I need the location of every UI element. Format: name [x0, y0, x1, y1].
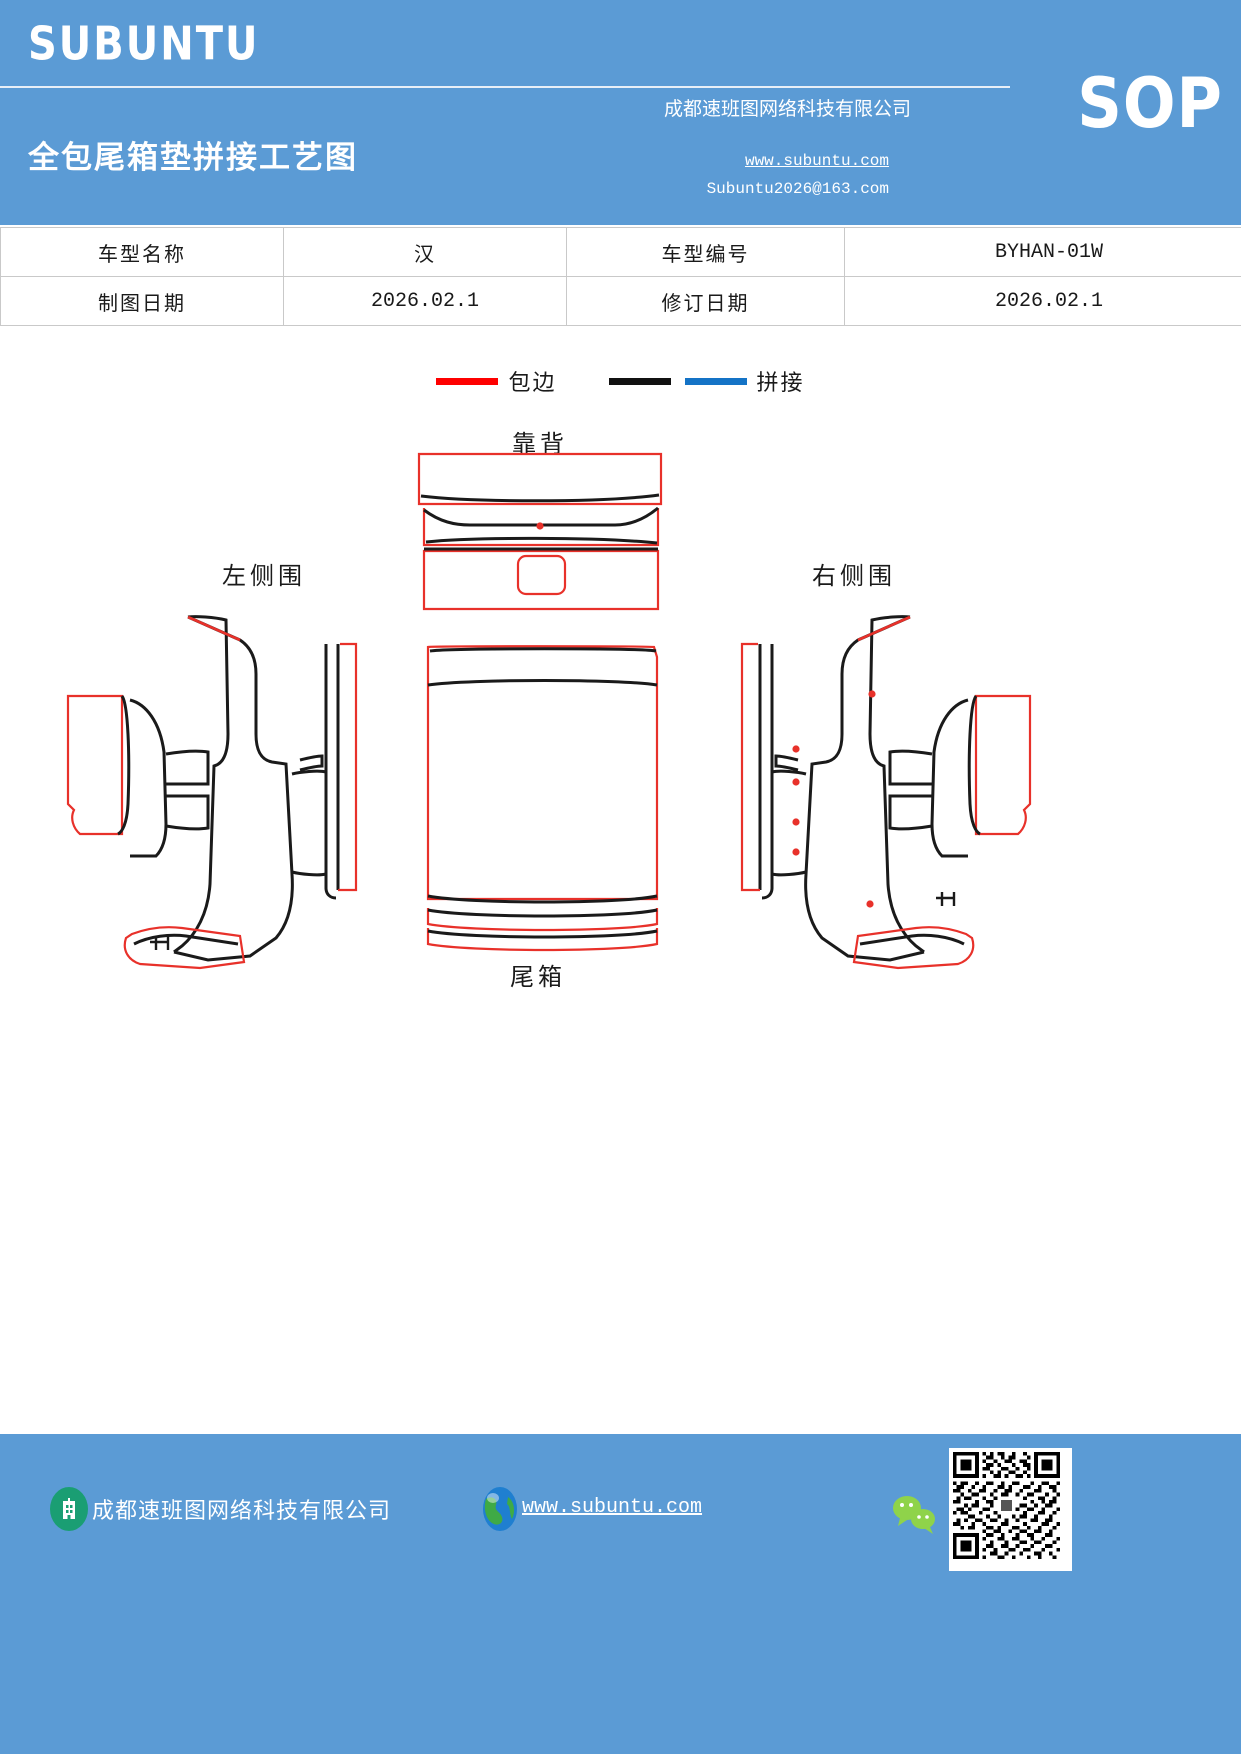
backrest-lower-edging [422, 549, 660, 611]
right-center-top-edging [857, 615, 911, 642]
right-lower-left-wing [770, 769, 807, 877]
revision-date-value: 2026.02.1 [844, 276, 1241, 326]
building-icon [50, 1487, 88, 1531]
right-outer-flap-splice [967, 695, 981, 836]
wechat-icon [890, 1492, 942, 1536]
drawing-svg [66, 452, 1032, 970]
model-code-label: 车型编号 [566, 227, 845, 277]
right-pillar-inner [761, 644, 774, 900]
qr-code [949, 1448, 1072, 1571]
part-label-trunk: 尾箱 [510, 965, 566, 991]
table-row: 制图日期 2026.02.1 修订日期 2026.02.1 [0, 276, 1241, 326]
right-side-part [740, 615, 1032, 970]
right-mid-connector-bottom [888, 794, 933, 831]
legend-label-edging: 包边 [508, 370, 557, 395]
wechat-glyph-icon [893, 1496, 935, 1534]
footer-company-name: 成都速班图网络科技有限公司 [92, 1498, 392, 1523]
backrest-middle-splice-top [423, 506, 659, 527]
left-foot-edging [123, 926, 246, 970]
header-website-link[interactable]: www.subuntu.com [744, 152, 889, 170]
backrest-cutout [516, 554, 567, 596]
left-pillar-edging [338, 642, 358, 892]
part-label-right-side: 右侧围 [812, 564, 896, 590]
left-pillar-inner [324, 644, 337, 900]
left-mid-wing-outline [129, 698, 168, 858]
legend-item-edging: 包边 [436, 365, 608, 397]
backrest-upper-splice [420, 493, 660, 503]
left-side-part [66, 615, 358, 970]
header-email: Subuntu2026@163.com [706, 180, 889, 198]
model-name-label: 车型名称 [0, 227, 284, 277]
right-marker-dot-2 [792, 778, 800, 786]
left-center-panel-left [173, 615, 230, 954]
left-pillar-connector [299, 754, 324, 772]
trunk-top-splice [429, 647, 657, 653]
right-foot-edging [852, 926, 975, 970]
trunk-part [426, 645, 659, 952]
right-mid-wing-outline [930, 698, 969, 858]
part-label-left-side: 左侧围 [222, 564, 306, 590]
building-glyph-icon [63, 1498, 75, 1519]
right-marker-dot-4 [792, 848, 800, 856]
trunk-band-splice-1 [427, 894, 658, 904]
header-company-name: 成都速班图网络科技有限公司 [663, 99, 911, 120]
left-center-top-edging [187, 615, 241, 642]
trunk-band-splice-3 [427, 929, 658, 939]
right-pillar-edging [740, 642, 760, 892]
model-code-value: BYHAN-01W [844, 227, 1241, 277]
legend-label-splice: 拼接 [756, 370, 805, 395]
trunk-band-edging-2 [426, 928, 659, 952]
trunk-outline-edging [426, 645, 659, 901]
backrest-marker-dot [536, 522, 544, 530]
sop-badge: SOP [1077, 62, 1223, 144]
technical-drawing: 靠背 左侧围 右侧围 尾箱 [0, 404, 1241, 1044]
backrest-upper-edging [417, 452, 663, 506]
globe-icon [478, 1485, 522, 1533]
brand-logo: SUBUNTU [28, 18, 260, 71]
left-center-panel-right [173, 615, 294, 962]
trunk-band-edging-1 [426, 908, 659, 932]
left-foot-splice [133, 933, 239, 946]
footer-website-link[interactable]: www.subuntu.com [522, 1496, 703, 1519]
legend-swatch-blue-icon [684, 377, 747, 385]
left-foot-notch [150, 936, 170, 950]
right-foot-notch [936, 892, 956, 906]
drawing-legend: 包边 拼接 [0, 358, 1241, 404]
legend-swatch-red-icon [436, 377, 499, 385]
right-marker-dot-1 [792, 745, 800, 753]
right-foot-splice [859, 933, 965, 946]
page-header: SUBUNTU 全包尾箱垫拼接工艺图 SOP 成都速班图网络科技有限公司 www… [0, 0, 1241, 225]
right-center-panel-left [804, 615, 925, 962]
backrest-middle-edging [422, 508, 660, 547]
qr-code-glyph-icon [953, 1452, 1060, 1559]
backrest-middle-splice-bottom [425, 536, 658, 545]
left-mid-connector-bottom [165, 794, 210, 831]
legend-swatch-black-icon [608, 377, 671, 385]
trunk-band-splice-2 [427, 908, 658, 918]
revision-date-label: 修订日期 [566, 276, 845, 326]
right-center-panel-right [868, 615, 925, 954]
backrest-part [417, 452, 663, 611]
left-mid-connector-top [165, 749, 210, 786]
page-title: 全包尾箱垫拼接工艺图 [28, 140, 358, 176]
globe-glyph-icon [483, 1487, 517, 1531]
draw-date-label: 制图日期 [0, 276, 284, 326]
left-lower-right-wing [291, 769, 328, 877]
trunk-upper-splice [427, 679, 658, 687]
table-row: 车型名称 汉 车型编号 BYHAN-01W [0, 227, 1241, 277]
right-marker-dot-3 [792, 818, 800, 826]
right-mid-connector-top [888, 749, 933, 786]
right-outer-flap-edging [974, 694, 1032, 836]
right-center-marker-dot [868, 690, 876, 698]
legend-item-splice: 拼接 [608, 365, 805, 397]
right-pillar-connector [774, 754, 799, 772]
draw-date-value: 2026.02.1 [283, 276, 567, 326]
left-outer-flap-splice [117, 695, 131, 836]
header-divider [0, 86, 1010, 88]
vehicle-info-table: 车型名称 汉 车型编号 BYHAN-01W 制图日期 2026.02.1 修订日… [0, 227, 1241, 326]
model-name-value: 汉 [283, 227, 567, 277]
right-foot-marker-dot [866, 900, 874, 908]
left-outer-flap-edging [66, 694, 124, 836]
